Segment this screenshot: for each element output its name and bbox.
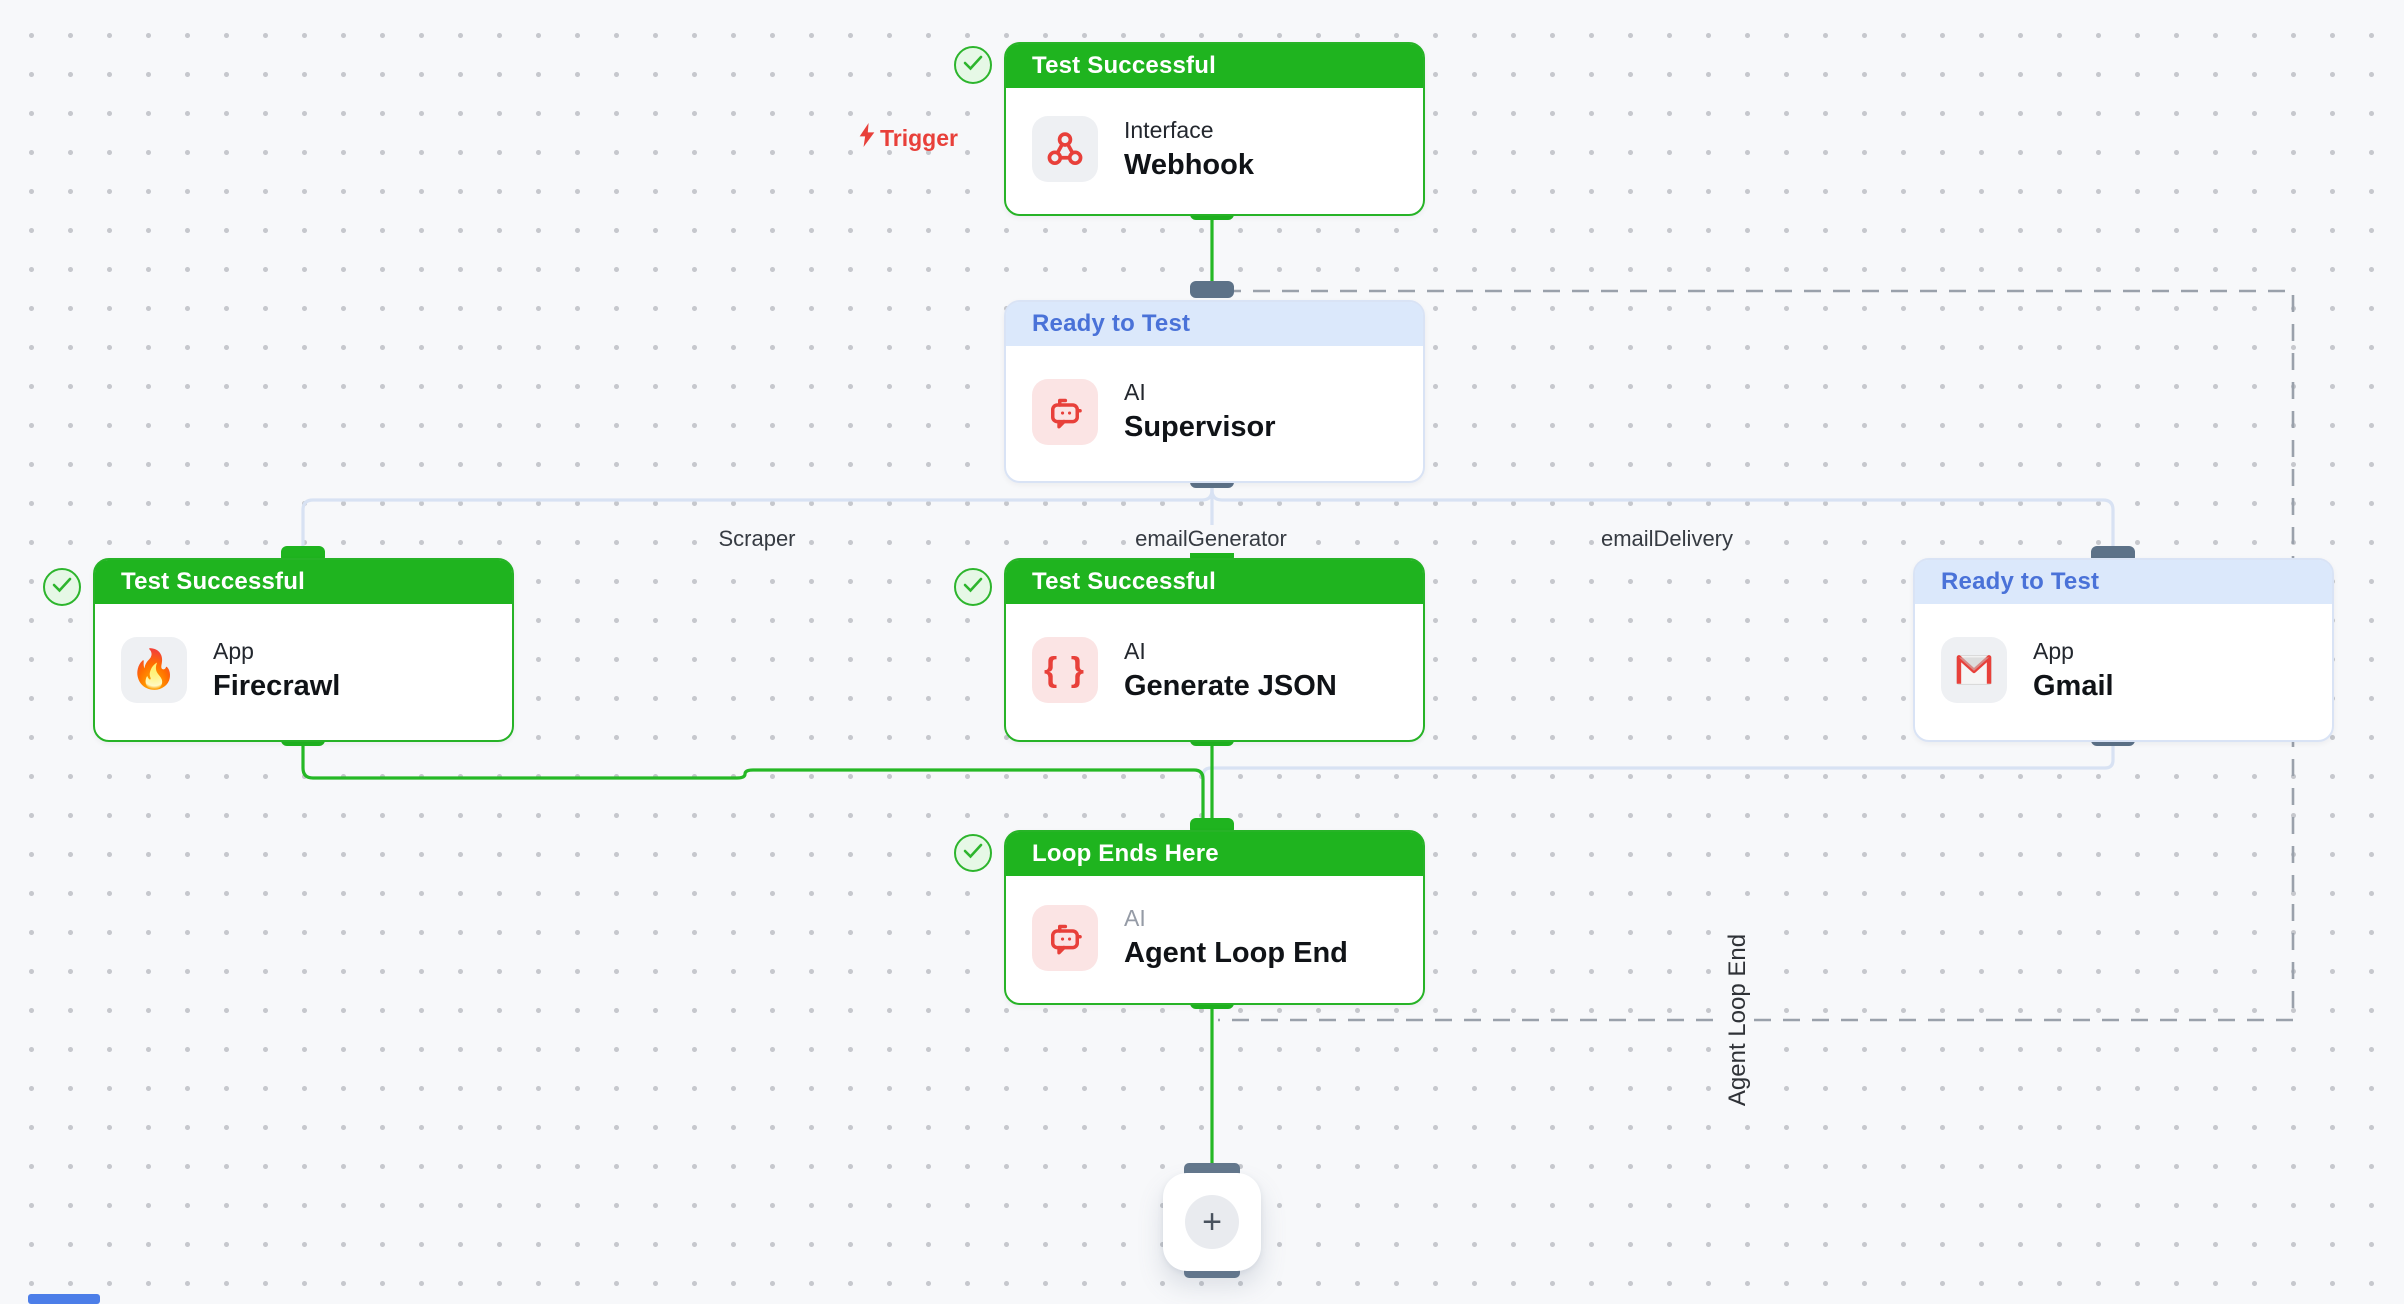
test-success-badge (43, 568, 81, 606)
node-generate-json[interactable]: Test Successful { } AI Generate JSON (954, 558, 1425, 742)
node-status-header: Test Successful (1006, 44, 1423, 88)
check-icon (963, 843, 983, 864)
bolt-icon (858, 123, 876, 153)
node-title: Supervisor (1124, 411, 1276, 443)
robot-chat-icon (1032, 904, 1098, 971)
webhook-icon (1032, 116, 1098, 182)
test-success-badge (954, 568, 992, 606)
node-status-label: Test Successful (1032, 568, 1216, 595)
check-icon (963, 577, 983, 598)
robot-chat-icon (1032, 378, 1098, 445)
test-success-badge (954, 46, 992, 84)
node-status-header: Loop Ends Here (1006, 832, 1423, 876)
node-category: Interface (1124, 116, 1214, 143)
node-title: Webhook (1124, 148, 1254, 181)
node-category: AI (1124, 379, 1146, 405)
node-webhook[interactable]: Test Successful Interface Webhook (954, 42, 1425, 216)
node-status-label: Ready to Test (1032, 310, 1191, 337)
node-status-header: Test Successful (95, 560, 512, 604)
node-status-label: Test Successful (121, 568, 305, 595)
trigger-label-text: Trigger (880, 124, 958, 151)
node-title: Generate JSON (1124, 669, 1337, 702)
check-icon (963, 55, 983, 76)
edge-label-email-delivery: emailDelivery (1594, 525, 1740, 553)
node-status-label: Loop Ends Here (1032, 840, 1219, 867)
check-icon (52, 577, 72, 598)
edge-label-email-generator: emailGenerator (1129, 525, 1293, 553)
node-status-header: Test Successful (1006, 560, 1423, 604)
loop-region-label: Agent Loop End (1722, 925, 1754, 1115)
handle-supervisor-top[interactable] (1190, 281, 1234, 298)
json-braces-icon: { } (1032, 637, 1098, 703)
add-node-button[interactable]: + (1163, 1173, 1261, 1271)
node-category: AI (1124, 637, 1146, 664)
node-category: AI (1124, 905, 1146, 931)
trigger-label: Trigger (858, 123, 958, 153)
node-title: Firecrawl (213, 669, 341, 702)
plus-icon: + (1185, 1195, 1239, 1249)
node-category: App (213, 637, 254, 664)
edge-gmail-to-loop-end (1201, 738, 2115, 828)
node-firecrawl[interactable]: Test Successful 🔥 App Firecrawl (43, 558, 514, 742)
edge-supervisor-to-gmail (1210, 479, 2115, 558)
node-gmail[interactable]: Ready to Test App Gmail (1913, 558, 2334, 742)
test-success-badge (954, 834, 992, 872)
node-supervisor[interactable]: Ready to Test AI Supervisor (1004, 300, 1425, 483)
node-status-header: Ready to Test (1915, 560, 2332, 604)
cutoff-panel-edge (28, 1294, 100, 1304)
edge-label-scraper: Scraper (712, 525, 802, 553)
edge-firecrawl-to-loop-end (301, 738, 1205, 828)
node-category: App (2033, 637, 2074, 664)
node-status-label: Test Successful (1032, 52, 1216, 79)
firecrawl-flame-icon: 🔥 (121, 637, 187, 703)
node-title: Gmail (2033, 669, 2114, 702)
node-agent-loop-end[interactable]: Loop Ends Here AI Agent Loop End (954, 830, 1425, 1005)
node-status-label: Ready to Test (1941, 568, 2100, 595)
node-title: Agent Loop End (1124, 937, 1348, 969)
gmail-icon (1941, 637, 2007, 703)
node-status-header: Ready to Test (1006, 302, 1423, 346)
